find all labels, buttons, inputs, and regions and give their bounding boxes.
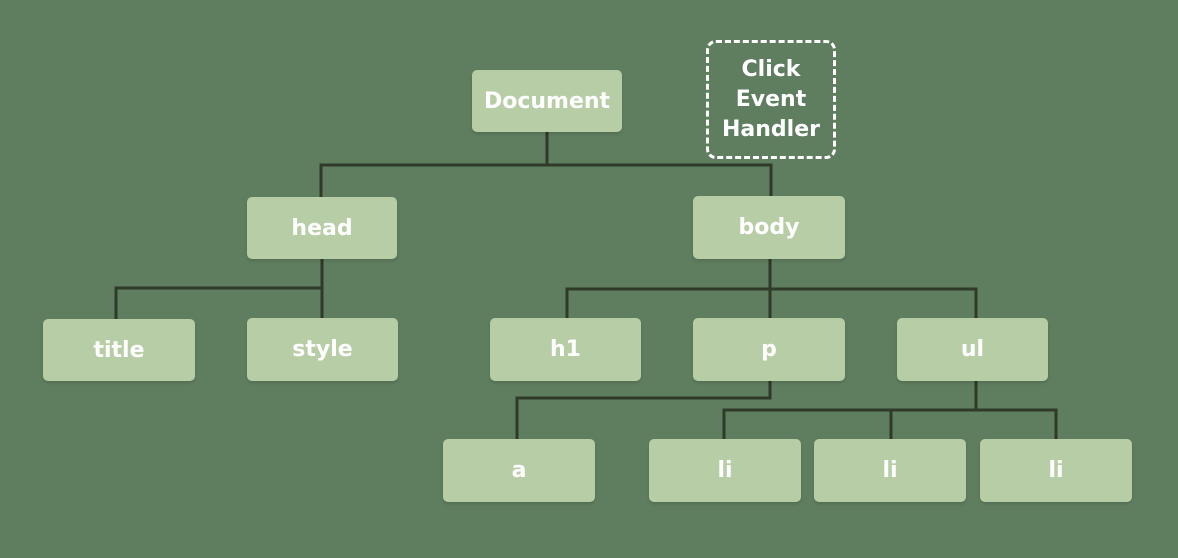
edge-document-head-body <box>319 130 773 199</box>
head-node: head <box>247 197 397 259</box>
ul-node-label: ul <box>960 337 985 362</box>
document-node-label: Document <box>483 88 611 114</box>
li-node-1: li <box>649 439 801 502</box>
body-node-label: body <box>738 215 800 240</box>
h1-node-label: h1 <box>550 337 581 362</box>
ul-node: ul <box>897 318 1048 381</box>
edge-p-a <box>515 379 772 441</box>
h1-node: h1 <box>490 318 641 381</box>
style-node-label: style <box>292 337 353 362</box>
a-node-label: a <box>511 458 527 483</box>
document-node: Document <box>472 70 622 132</box>
edge-body-h1-p-ul <box>565 257 978 320</box>
title-node: title <box>43 319 195 381</box>
style-node: style <box>247 318 398 381</box>
li-node-1-label: li <box>717 458 733 483</box>
click-event-handler-box: Click Event Handler <box>706 40 836 159</box>
click-event-handler-label: Click Event Handler <box>722 56 820 142</box>
li-node-3-label: li <box>1048 458 1064 483</box>
head-node-label: head <box>291 215 353 241</box>
p-node: p <box>693 318 845 381</box>
edge-ul-li <box>722 379 1058 441</box>
title-node-label: title <box>93 337 145 363</box>
p-node-label: p <box>761 337 777 362</box>
li-node-2-label: li <box>882 458 898 483</box>
edge-head-title-style <box>114 257 324 321</box>
li-node-2: li <box>814 439 966 502</box>
a-node: a <box>443 439 595 502</box>
body-node: body <box>693 196 845 259</box>
li-node-3: li <box>980 439 1132 502</box>
